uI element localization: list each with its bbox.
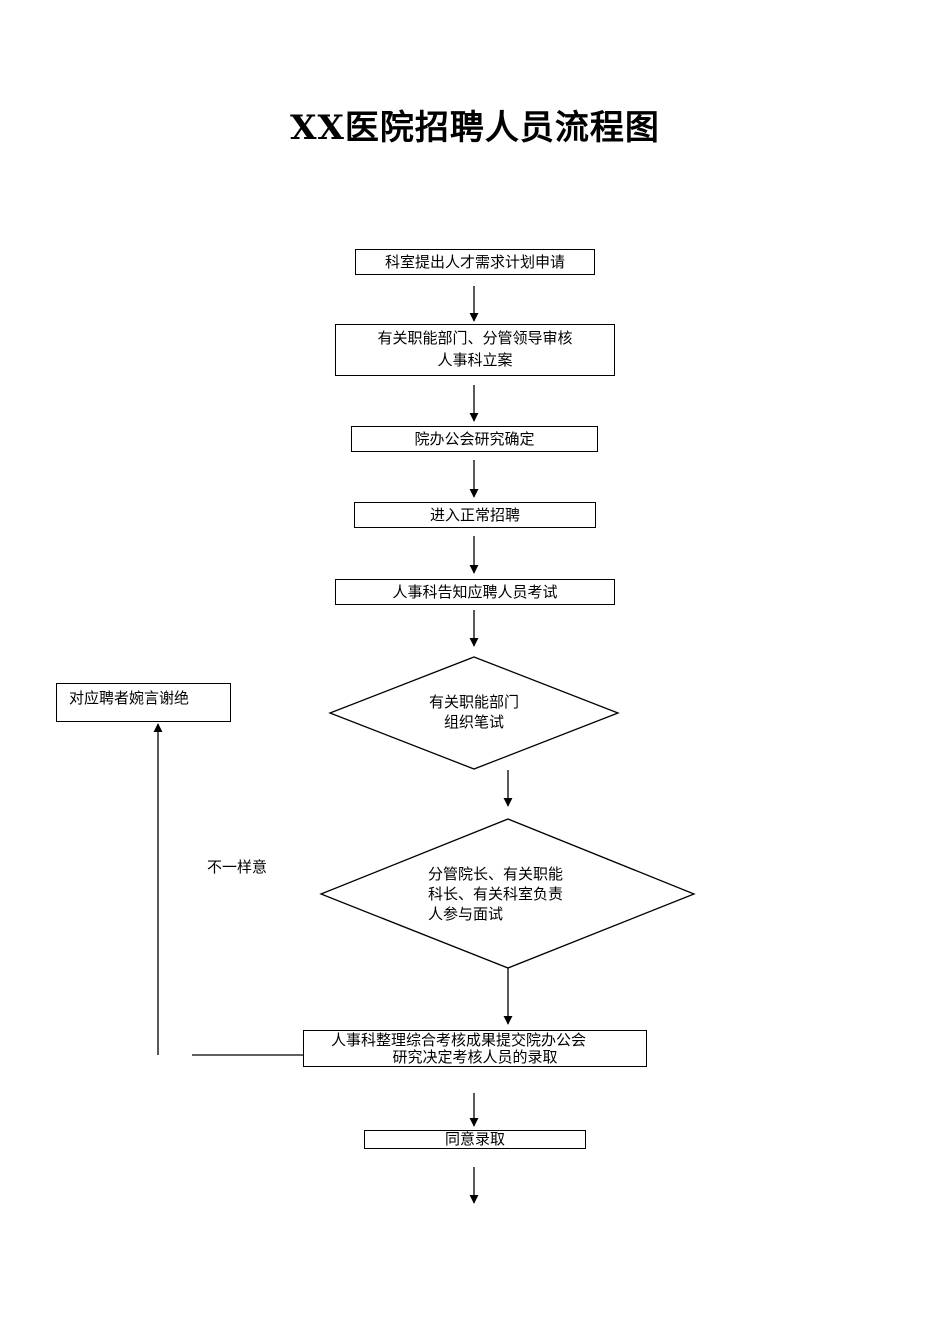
step-agree: 同意录取 bbox=[364, 1130, 586, 1149]
written-test-diamond bbox=[328, 656, 620, 770]
interview-diamond bbox=[319, 818, 696, 969]
written-test-text-2: 组织笔试 bbox=[443, 713, 504, 731]
step-compile: 人事科整理综合考核成果提交院办公会 研究决定考核人员的录取 bbox=[303, 1030, 647, 1067]
step-review-text-2: 人事科立案 bbox=[437, 351, 513, 369]
page-title: XX医院招聘人员流程图 bbox=[290, 108, 660, 148]
interview-text: 分管院长、有关职能 科长、有关科室负责 人参与面试 bbox=[428, 864, 608, 924]
step-normal-recruit: 进入正常招聘 bbox=[354, 502, 596, 528]
step-review: 有关职能部门、分管领导审核 人事科立案 bbox=[335, 324, 615, 376]
written-test-text-1: 有关职能部门 bbox=[428, 693, 519, 711]
step-request: 科室提出人才需求计划申请 bbox=[355, 249, 595, 275]
step-request-text: 科室提出人才需求计划申请 bbox=[384, 253, 565, 271]
step-normal-recruit-text: 进入正常招聘 bbox=[429, 506, 520, 524]
interview-text-3: 人参与面试 bbox=[428, 905, 504, 923]
step-meeting: 院办公会研究确定 bbox=[351, 426, 598, 452]
step-meeting-text: 院办公会研究确定 bbox=[414, 430, 535, 448]
step-compile-text-1: 人事科整理综合考核成果提交院办公会 bbox=[331, 1031, 587, 1049]
interview-text-2: 科长、有关科室负责 bbox=[428, 885, 564, 903]
step-notify-text: 人事科告知应聘人员考试 bbox=[392, 583, 558, 601]
step-reject-text: 对应聘者婉言谢绝 bbox=[69, 689, 190, 707]
interview-text-1: 分管院长、有关职能 bbox=[428, 865, 564, 883]
step-review-text-1: 有关职能部门、分管领导审核 bbox=[377, 329, 573, 347]
step-notify: 人事科告知应聘人员考试 bbox=[335, 579, 615, 605]
step-compile-text-2: 研究决定考核人员的录取 bbox=[392, 1048, 558, 1066]
step-reject: 对应聘者婉言谢绝 bbox=[56, 683, 231, 722]
disagree-label: 不一样意 bbox=[207, 858, 268, 876]
written-test-text: 有关职能部门 组织笔试 bbox=[414, 692, 534, 732]
step-agree-text: 同意录取 bbox=[444, 1130, 505, 1148]
